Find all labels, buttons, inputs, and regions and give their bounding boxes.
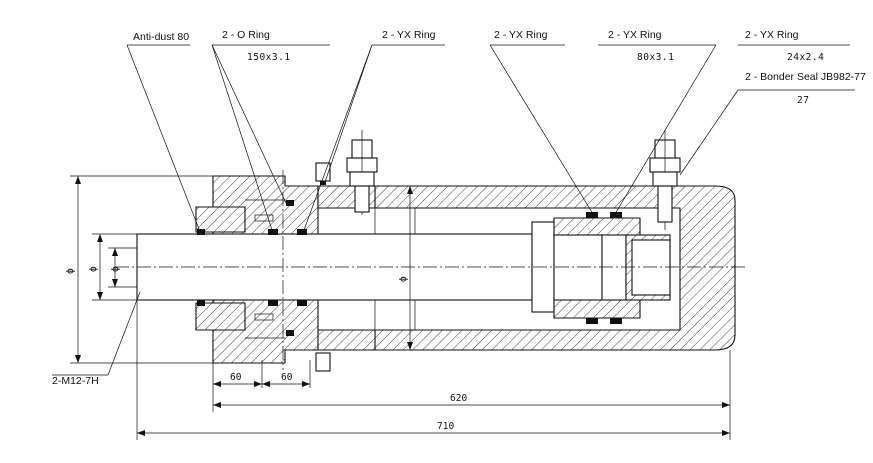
- label-bonder-seal-spec: 27: [797, 95, 809, 106]
- o-ring-bottom: [286, 330, 294, 336]
- label-yx-ring-4-spec: 24x2.4: [787, 52, 824, 63]
- thread-leader: [107, 291, 141, 376]
- leader-lines: [126, 44, 855, 231]
- label-yx-ring-3: 2 - YX Ring: [608, 29, 662, 41]
- piston-seal-b-top: [610, 212, 622, 218]
- bleed-plugs: [315, 162, 331, 372]
- label-yx-ring-4: 2 - YX Ring: [745, 29, 799, 41]
- label-anti-dust: Anti-dust 80: [133, 31, 189, 43]
- rod-seal-top: [268, 229, 278, 235]
- dim-60-b: 60: [281, 372, 293, 383]
- dia-bore-symbol: ϕ: [398, 276, 409, 282]
- wiper-seal-top: [197, 229, 205, 235]
- rod-seal-2-top: [297, 229, 307, 235]
- label-o-ring: 2 - O Ring: [222, 29, 270, 41]
- dia-thread-symbol: ϕ: [110, 266, 121, 272]
- dim-710: 710: [437, 421, 454, 432]
- rod-seal-2-bottom: [297, 300, 307, 306]
- label-yx-ring-2: 2 - YX Ring: [494, 29, 548, 41]
- piston-seal-b-bottom: [610, 318, 622, 324]
- dia-outer-symbol: ϕ: [65, 268, 76, 274]
- dim-620: 620: [450, 393, 467, 404]
- dim-60-a: 60: [230, 372, 242, 383]
- diameter-dimensions: ϕ ϕ ϕ ϕ: [65, 175, 413, 364]
- dia-rod-symbol: ϕ: [88, 266, 99, 272]
- piston: [531, 217, 671, 319]
- piston-seal-a-top: [586, 212, 598, 218]
- rod-seal-bottom: [268, 300, 278, 306]
- oil-port-right: [649, 130, 681, 230]
- piston-seal-a-bottom: [586, 318, 598, 324]
- label-bonder-seal: 2 - Bonder Seal JB982-77: [745, 71, 866, 83]
- gland-screws: [254, 214, 274, 321]
- o-ring-top: [286, 200, 294, 206]
- label-o-ring-spec: 150x3.1: [247, 52, 291, 63]
- length-dimensions: 60 60 620 710: [136, 300, 731, 440]
- oil-port-left: [346, 130, 378, 215]
- port-seal-left: [320, 180, 326, 185]
- wiper-seal-bottom: [197, 300, 205, 306]
- label-thread: 2-M12-7H: [52, 375, 99, 387]
- label-yx-ring-1: 2 - YX Ring: [382, 29, 436, 41]
- label-yx-ring-3-spec: 80x3.1: [637, 52, 674, 63]
- part-labels: Anti-dust 80 2 - O Ring 150x3.1 2 - YX R…: [52, 29, 866, 387]
